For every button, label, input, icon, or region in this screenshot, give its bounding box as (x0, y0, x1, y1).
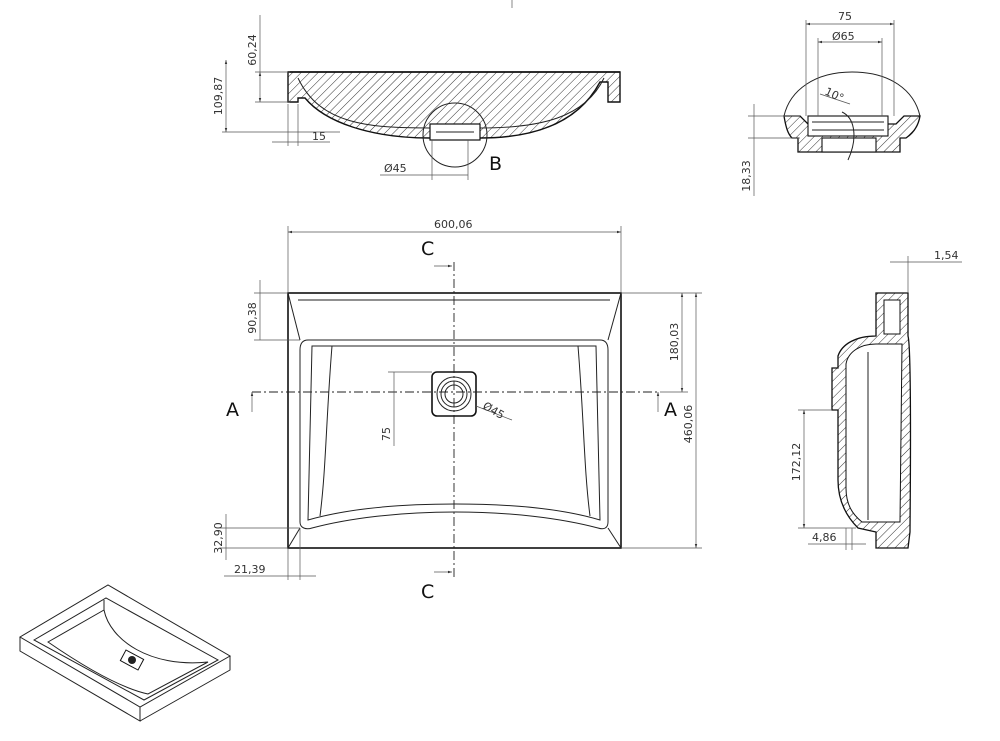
top-section-view: 60,24 109,87 15 Ø45 B (212, 15, 621, 180)
plan-view: 600,06 90,38 180,03 460,06 75 Ø45 32,90 … (212, 218, 702, 603)
dim-side-height: 172,12 (790, 443, 803, 482)
dim-plan-drain-offset: 180,03 (668, 323, 681, 362)
dim-plan-front-ledge: 32,90 (212, 522, 225, 554)
dim-plan-depth: 460,06 (682, 405, 695, 444)
side-section-view: 1,54 172,12 4,86 (790, 249, 962, 550)
dim-top-height-total: 109,87 (212, 77, 225, 116)
dim-plan-drain-size: 75 (380, 427, 393, 441)
label-section-a-left: A (226, 399, 239, 421)
label-section-a-right: A (664, 399, 677, 421)
dim-detail-dia: Ø65 (832, 30, 855, 43)
dim-detail-angle: 10° (823, 85, 846, 105)
dim-detail-width: 75 (838, 10, 852, 23)
dim-plan-side-ledge: 21,39 (234, 563, 266, 576)
dim-plan-back-ledge: 90,38 (246, 302, 259, 334)
dim-top-wall: 15 (312, 130, 326, 143)
dim-top-drain-dia: Ø45 (384, 162, 407, 175)
dim-side-wall: 4,86 (812, 531, 837, 544)
dim-top-height-rim: 60,24 (246, 34, 259, 66)
detail-b-circle (422, 102, 488, 168)
dim-side-top: 1,54 (934, 249, 959, 262)
dim-plan-width: 600,06 (434, 218, 473, 231)
label-detail-b: B (489, 153, 502, 175)
plan-basin-outer (299, 339, 609, 530)
dim-detail-height: 18,33 (740, 160, 753, 192)
detail-b-view: 75 Ø65 10° 18,33 (740, 10, 921, 196)
label-section-c-top: C (421, 238, 434, 260)
detail-dome (783, 71, 921, 117)
label-section-c-bottom: C (421, 581, 434, 603)
dim-plan-drain-dia: Ø45 (481, 399, 507, 422)
plan-outline (287, 292, 622, 549)
isometric-view (19, 584, 232, 722)
